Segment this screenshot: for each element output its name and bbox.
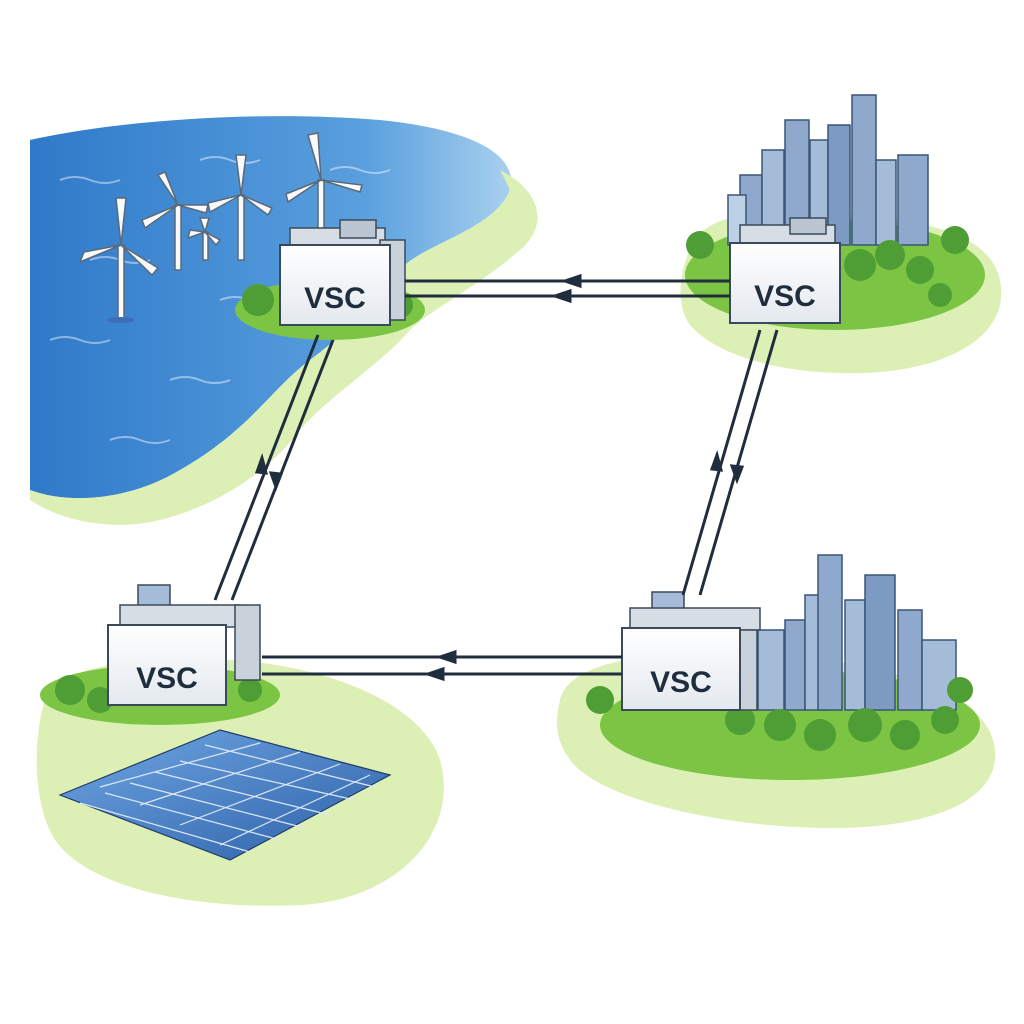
offshore-wind-site: VSC	[30, 116, 538, 525]
converter-station-city-north: VSC	[729, 217, 841, 324]
arrow-up-icon	[709, 449, 724, 472]
vsc-label-city-south: VSC	[650, 666, 712, 699]
converter-station-offshore-wind: VSC	[279, 219, 406, 326]
solar-panel-grid	[79, 742, 376, 853]
vsc-label-offshore-wind: VSC	[304, 282, 366, 315]
wind-turbine-icon	[141, 171, 209, 271]
dc-link-west	[213, 334, 335, 601]
wind-turbine-icon	[285, 132, 363, 241]
arrow-left-icon	[423, 666, 445, 682]
dc-link-east	[681, 329, 779, 596]
wind-turbine-icon	[186, 217, 222, 261]
arrow-left-icon	[550, 288, 572, 304]
arrow-down-icon	[729, 464, 745, 485]
tree-icon	[55, 675, 262, 713]
vsc-label-solar: VSC	[136, 662, 198, 695]
city-north-site: VSC	[680, 94, 1002, 374]
converter-station-city-south: VSC	[621, 591, 761, 711]
city-south-site: VSC	[557, 554, 996, 829]
converter-station-solar: VSC	[107, 584, 261, 706]
skyline	[757, 554, 957, 711]
tree-icon	[242, 284, 274, 316]
wind-turbine-icon	[207, 154, 274, 261]
solar-panel-array	[58, 729, 392, 861]
arrow-left-icon	[560, 273, 582, 289]
dc-link-south	[262, 649, 622, 682]
dc-link-north	[405, 273, 730, 304]
wind-turbine-icon	[78, 197, 160, 323]
arrow-down-icon	[268, 471, 284, 492]
tree-icon	[586, 677, 973, 751]
arrow-left-icon	[435, 649, 457, 665]
skyline	[727, 94, 929, 246]
tree-icon	[686, 226, 969, 307]
solar-farm-site: VSC	[36, 584, 444, 906]
arrow-up-icon	[254, 452, 269, 475]
vsc-label-city-north: VSC	[754, 280, 816, 313]
